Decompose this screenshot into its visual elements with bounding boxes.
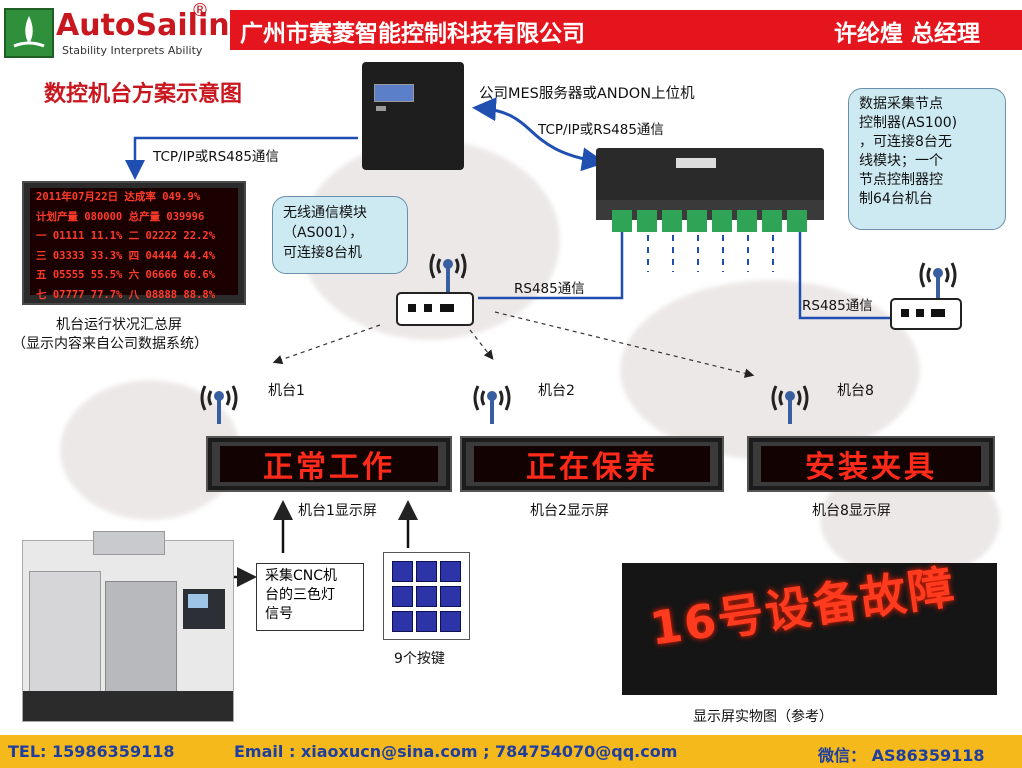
logo-name: AutoSailin — [56, 8, 230, 43]
antenna-icon — [197, 378, 241, 424]
summary-caption-2: （显示内容来自公司数据系统） — [12, 336, 208, 352]
page-title: 数控机台方案示意图 — [44, 82, 243, 107]
footer-email: Email : xiaoxucn@sina.com ; 784754070@qq… — [234, 742, 678, 761]
link-label-left: TCP/IP或RS485通信 — [153, 149, 279, 165]
footer-tel: TEL: 15986359118 — [8, 742, 175, 761]
signal-line: 信号 — [265, 606, 293, 622]
keypad-caption: 9个按键 — [394, 651, 445, 667]
logo-slogan: Stability Interprets Ability — [62, 44, 203, 57]
node-controller-ports — [612, 210, 817, 234]
link-label-rs485-a: RS485通信 — [514, 281, 585, 297]
display-text: 正常工作 — [263, 450, 395, 485]
callout-line: 制64台机台 — [859, 191, 933, 207]
server-icon — [362, 62, 464, 170]
footer-wechat: 微信： AS86359118 — [818, 746, 985, 765]
footer-bar — [0, 735, 1022, 768]
callout-line: 可连接8台机 — [283, 245, 362, 261]
callout-line: 线模块；一个 — [859, 153, 943, 169]
machine-label-2: 机台2 — [538, 383, 575, 399]
machine-display-2: 正在保养 — [460, 436, 724, 492]
antenna-icon — [916, 255, 960, 301]
summary-screen: 2011年07月22日 达成率 049.9% 计划产量 080000 总产量 0… — [22, 181, 246, 305]
machine-label-1: 机台1 — [268, 383, 305, 399]
header-bar — [230, 10, 1022, 50]
logo-icon — [4, 8, 54, 58]
summary-row: 三 03333 33.3% 四 04444 44.4% — [36, 249, 216, 262]
antenna-icon — [426, 246, 470, 292]
display-text: 安装夹具 — [805, 450, 937, 485]
display-text: 正在保养 — [526, 450, 658, 485]
machine-display-1: 正常工作 — [206, 436, 452, 492]
registered-mark: ® — [191, 0, 209, 21]
summary-row: 五 05555 55.5% 六 06666 66.6% — [36, 269, 216, 281]
callout-line: 无线通信模块 — [283, 205, 367, 221]
summary-caption-1: 机台运行状况汇总屏 — [56, 317, 182, 333]
manager-name: 许纶煌 总经理 — [834, 21, 981, 47]
signal-line: 台的三色灯 — [265, 587, 335, 603]
antenna-icon — [768, 378, 812, 424]
display-caption-2: 机台2显示屏 — [530, 503, 609, 519]
antenna-icon — [470, 378, 514, 424]
photo-caption: 显示屏实物图（参考） — [693, 709, 833, 725]
display-caption-8: 机台8显示屏 — [812, 503, 891, 519]
photo-led-text: 16号设备故障 — [646, 559, 960, 656]
wireless-module-device-right — [890, 298, 962, 330]
summary-row: 一 01111 11.1% 二 02222 22.2% — [36, 230, 216, 242]
wireless-module-callout: 无线通信模块 （AS001）， 可连接8台机 — [272, 196, 408, 274]
signal-collection-box: 采集CNC机 台的三色灯 信号 — [256, 563, 364, 631]
machine-display-8: 安装夹具 — [747, 436, 995, 492]
machine-label-8: 机台8 — [837, 383, 874, 399]
summary-row: 2011年07月22日 达成率 049.9% — [36, 191, 201, 203]
link-label-rs485-b: RS485通信 — [802, 298, 873, 314]
callout-line: ，可连接8台无 — [859, 134, 952, 150]
node-controller-callout: 数据采集节点 控制器(AS100) ，可连接8台无 线模块；一个 节点控制器控 … — [848, 88, 1006, 230]
led-display-photo: 16号设备故障 — [622, 559, 997, 695]
wireless-module-device — [396, 292, 474, 326]
callout-line: （AS001）， — [283, 225, 364, 241]
company-name: 广州市赛菱智能控制科技有限公司 — [240, 21, 585, 47]
callout-line: 控制器(AS100) — [859, 115, 958, 131]
callout-line: 数据采集节点 — [859, 96, 943, 112]
summary-row: 计划产量 080000 总产量 039996 — [36, 210, 205, 223]
link-label-right: TCP/IP或RS485通信 — [538, 122, 664, 138]
display-caption-1: 机台1显示屏 — [298, 503, 377, 519]
keypad-icon — [383, 552, 470, 640]
signal-line: 采集CNC机 — [265, 568, 338, 584]
callout-line: 节点控制器控 — [859, 172, 943, 188]
map-background — [620, 280, 920, 460]
summary-row: 七 07777 77.7% 八 08888 88.8% — [36, 288, 216, 301]
server-label: 公司MES服务器或ANDON上位机 — [479, 86, 695, 102]
cnc-machine-image — [22, 531, 234, 722]
